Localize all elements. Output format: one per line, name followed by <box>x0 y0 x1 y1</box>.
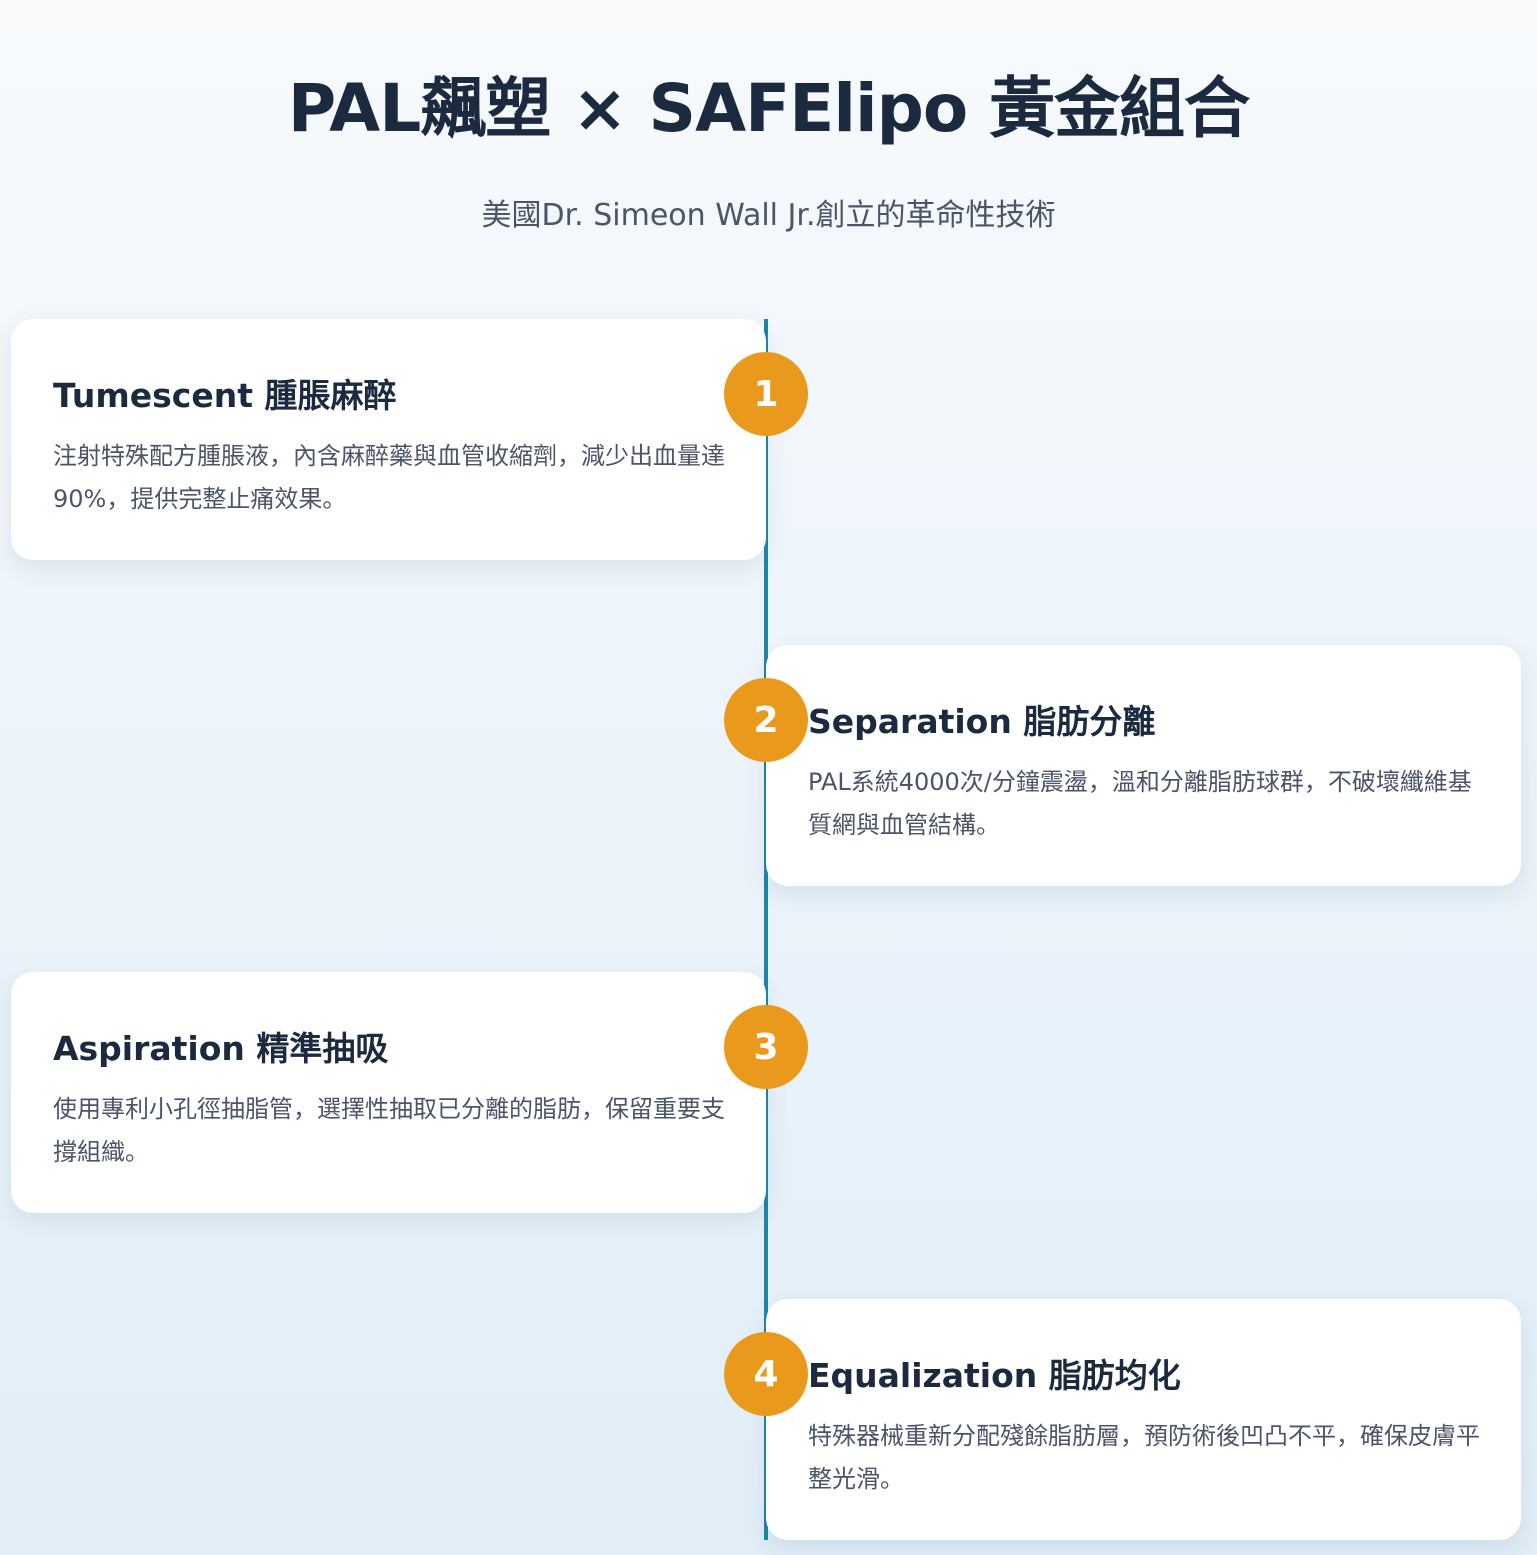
timeline-line <box>764 319 768 1540</box>
page-title: PAL飆塑 × SAFElipo 黃金組合 <box>287 70 1250 147</box>
timeline-card-step-3: Aspiration 精準抽吸 使用專利小孔徑抽脂管，選擇性抽取已分離的脂肪，保… <box>11 972 766 1213</box>
timeline-card-step-1: Tumescent 腫脹麻醉 注射特殊配方腫脹液，內含麻醉藥與血管收縮劑，減少出… <box>11 319 766 560</box>
page-subtitle: 美國Dr. Simeon Wall Jr.創立的革命性技術 <box>481 198 1056 233</box>
step-title: Equalization 脂肪均化 <box>808 1356 1181 1395</box>
step-description: 注射特殊配方腫脹液，內含麻醉藥與血管收縮劑，減少出血量達90%，提供完整止痛效果… <box>53 442 725 513</box>
step-description: PAL系統4000次/分鐘震盪，溫和分離脂肪球群，不破壞纖維基質網與血管結構。 <box>808 768 1472 839</box>
step-number-badge: 1 <box>724 352 808 436</box>
step-title: Aspiration 精準抽吸 <box>53 1029 389 1068</box>
step-number-badge: 2 <box>724 678 808 762</box>
step-number-badge: 4 <box>724 1332 808 1416</box>
step-description: 使用專利小孔徑抽脂管，選擇性抽取已分離的脂肪，保留重要支撐組織。 <box>53 1095 725 1166</box>
step-number-badge: 3 <box>724 1005 808 1089</box>
timeline-card-step-2: Separation 脂肪分離 PAL系統4000次/分鐘震盪，溫和分離脂肪球群… <box>766 645 1521 886</box>
step-title: Tumescent 腫脹麻醉 <box>53 376 397 415</box>
timeline-card-step-4: Equalization 脂肪均化 特殊器械重新分配殘餘脂肪層，預防術後凹凸不平… <box>766 1299 1521 1540</box>
step-description: 特殊器械重新分配殘餘脂肪層，預防術後凹凸不平，確保皮膚平整光滑。 <box>808 1422 1480 1493</box>
step-title: Separation 脂肪分離 <box>808 702 1156 741</box>
